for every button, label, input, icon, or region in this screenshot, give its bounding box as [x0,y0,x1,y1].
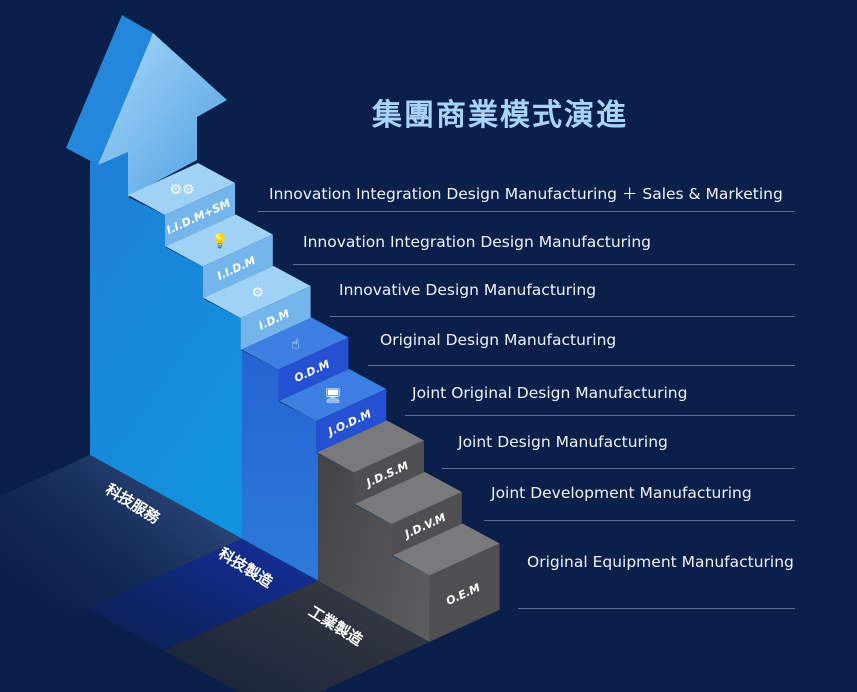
step-riser [202,234,273,299]
divider-line [293,264,795,265]
step-j-d-v-m: J.D.V.M [354,472,462,556]
step-description: Joint Design Manufacturing [458,433,668,451]
monitor-chart-icon: 🖥 [324,387,342,404]
step-riser [316,389,387,453]
gears-icon: ⚙⚙ [169,182,194,198]
step-description: Innovation Integration Design Manufactur… [269,185,783,203]
divider-line [258,211,795,212]
step-tread [392,523,500,576]
page-title: 集團商業模式演進 [372,98,628,133]
arrow-up-icon [66,15,227,197]
step-description: Original Design Manufacturing [380,331,617,349]
step-description: Joint Original Design Manufacturing [412,384,688,402]
floor-band [0,455,242,616]
divider-line [368,365,795,366]
step-description: Innovation Integration Design Manufactur… [303,233,652,251]
step-riser [391,492,462,556]
step-description: Original Equipment Manufacturing [527,553,794,571]
step-i-i-d-m: I.I.D.M💡 [165,214,273,299]
step-tread [128,163,235,215]
steps: I.I.D.M+SM⚙⚙I.I.D.M💡I.D.M⚙O.D.M☝J.O.D.M🖥… [128,163,500,642]
step-tread [317,420,424,473]
step-description: Innovative Design Manufacturing [339,281,597,299]
divider-line [518,608,795,609]
step-j-o-d-m: J.O.D.M🖥 [279,369,387,453]
lightbulb-icon: 💡 [211,233,228,250]
step-description: Joint Development Manufacturing [491,484,752,502]
step-riser [278,337,349,402]
step-tread [354,472,462,524]
divider-line [330,316,795,317]
step-o-e-m: O.E.M [392,523,500,642]
step-riser [354,440,424,505]
step-tread [241,317,349,370]
floor-band [88,538,318,651]
divider-line [484,520,795,521]
step-riser [429,543,500,642]
step-tread [279,369,387,421]
divider-line [442,468,795,469]
step-o-d-m: O.D.M☝ [241,317,349,402]
floor-band [164,580,430,692]
step-j-d-s-m: J.D.S.M [317,420,424,505]
hand-touch-icon: ☝ [291,337,300,353]
step-tread [203,266,311,318]
step-riser [165,183,235,247]
divider-line [405,415,795,416]
step-tread [165,214,273,267]
step-riser [240,286,311,350]
gear-conveyor-icon: ⚙ [251,285,264,301]
step-i-d-m: I.D.M⚙ [203,266,311,350]
